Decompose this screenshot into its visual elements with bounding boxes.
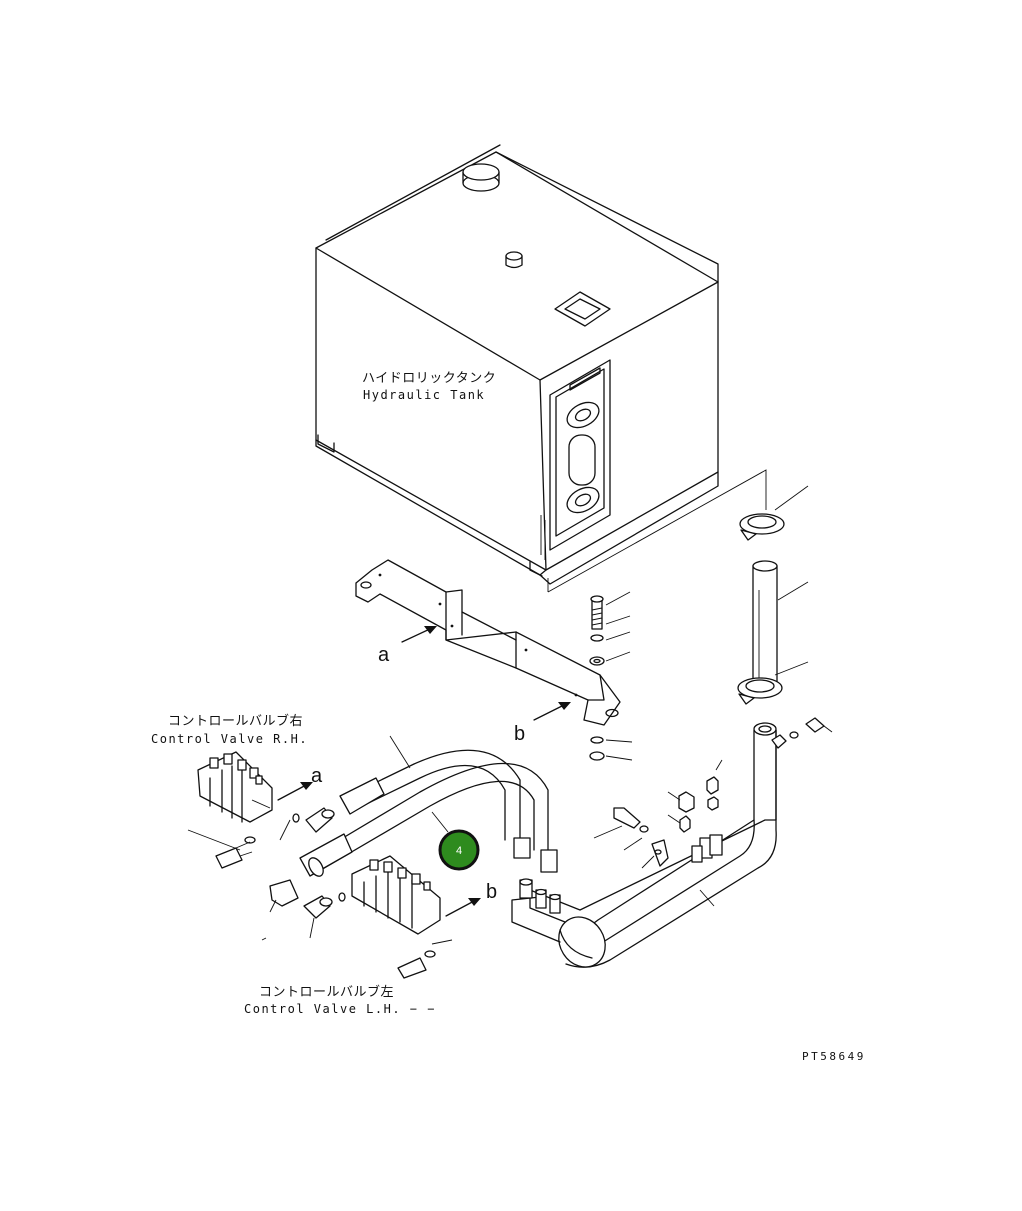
lh-valve-fasteners xyxy=(261,879,453,979)
control-valve-lh-label-en: Control Valve L.H. − − xyxy=(244,1002,436,1016)
ref-letter-a-valve: a xyxy=(311,765,323,787)
arrow-b-bracket: b xyxy=(514,702,571,745)
control-valve-rh-label-jp: コントロールバルブ右 xyxy=(168,713,303,729)
control-valve-rh: コントロールバルブ右 Control Valve R.H. xyxy=(151,713,308,823)
control-valve-rh-label-en: Control Valve R.H. xyxy=(151,732,308,746)
callout-marker[interactable]: 4 xyxy=(438,829,480,871)
callout-circle[interactable] xyxy=(438,829,480,871)
control-valve-lh-label-jp: コントロールバルブ左 xyxy=(259,984,394,1000)
ref-letter-b-valve: b xyxy=(486,881,497,903)
mounting-bracket xyxy=(355,559,621,726)
control-valve-lh: コントロールバルブ左 Control Valve L.H. − − xyxy=(244,855,441,1016)
arrow-b-valve: b xyxy=(445,881,497,917)
ref-letter-a: a xyxy=(378,644,390,666)
ref-letter-b: b xyxy=(514,723,525,745)
pressure-hoses xyxy=(299,735,558,877)
suction-hose xyxy=(737,485,809,705)
pipe-fittings xyxy=(593,717,833,869)
callout-number: 4 xyxy=(456,845,462,857)
hydraulic-tank: ハイドロリックタンク Hydraulic Tank xyxy=(315,144,719,585)
hydraulic-tank-label-en: Hydraulic Tank xyxy=(363,388,485,402)
suction-pipe xyxy=(511,722,777,968)
bolt-stack xyxy=(589,591,633,761)
arrow-a-valve: a xyxy=(277,765,323,801)
drawing-code: PT58649 xyxy=(802,1050,866,1063)
arrow-a-bracket: a xyxy=(378,626,437,666)
connection-line xyxy=(547,469,767,593)
hydraulic-tank-label-jp: ハイドロリックタンク xyxy=(362,371,496,386)
rh-valve-fasteners xyxy=(187,807,335,869)
